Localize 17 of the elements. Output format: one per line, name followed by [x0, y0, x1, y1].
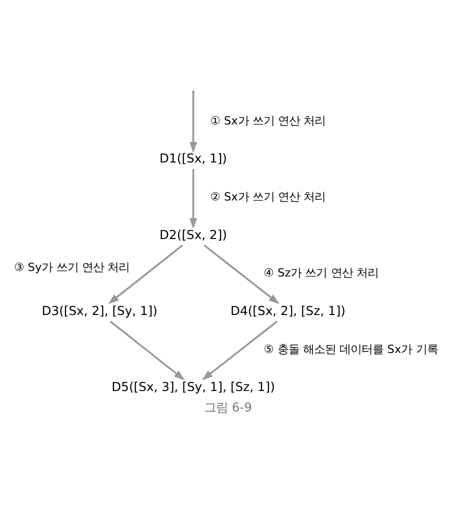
- edge-label: ⑤ 충돌 해소된 데이터를 Sx가 기록: [264, 342, 438, 356]
- edge-label: ① Sx가 쓰기 연산 처리: [210, 113, 326, 128]
- arrow: [202, 320, 278, 380]
- edge-label: ② Sx가 쓰기 연산 처리: [210, 189, 326, 204]
- node-text: D5([Sx, 3], [Sy, 1], [Sz, 1]): [112, 380, 275, 394]
- arrow: [189, 92, 198, 153]
- node-text: D2([Sx, 2]): [160, 228, 228, 242]
- arrow: [204, 244, 280, 304]
- caption: 그림 6-9: [204, 400, 252, 414]
- arrow: [110, 320, 185, 380]
- node-text: D3([Sx, 2], [Sy, 1]): [42, 304, 158, 318]
- arrow: [108, 244, 184, 304]
- edge-label: ④ Sz가 쓰기 연산 처리: [264, 266, 378, 280]
- node-text: D1([Sx, 1]): [160, 152, 228, 166]
- arrow: [189, 169, 198, 230]
- node-text: D4([Sx, 2], [Sz, 1]): [230, 304, 346, 318]
- edge-label: ③ Sy가 쓰기 연산 처리: [14, 260, 130, 274]
